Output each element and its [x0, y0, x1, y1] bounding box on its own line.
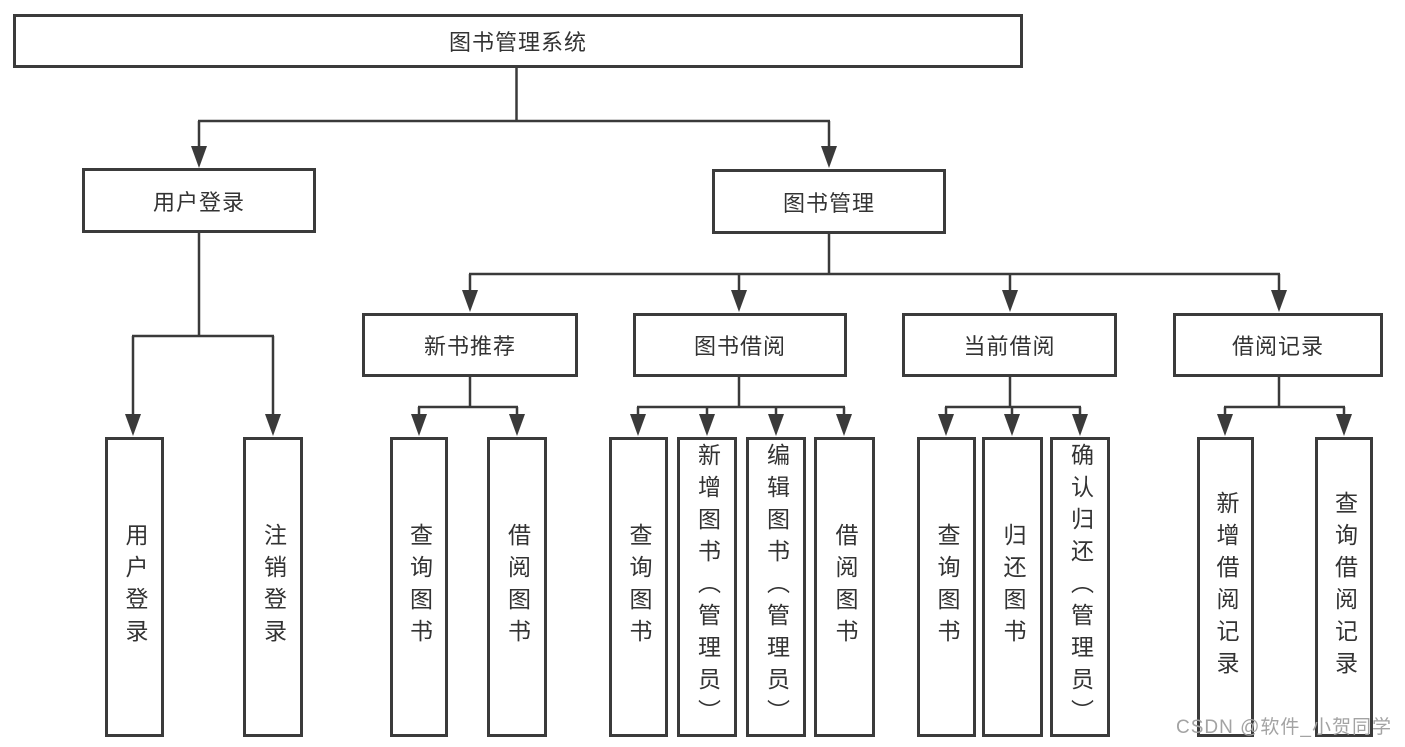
node-book-management: 图书管理 [712, 169, 946, 234]
leaf-label: 归还图书 [1000, 523, 1026, 651]
leaf-logout: 注销登录 [243, 437, 303, 737]
node-new-book-recommend: 新书推荐 [362, 313, 578, 377]
leaf-user-login: 用户登录 [105, 437, 164, 737]
leaf-nb-borrow-book: 借阅图书 [487, 437, 547, 737]
leaf-cb-query-book: 查询图书 [917, 437, 976, 737]
leaf-br-add-record: 新增借阅记录 [1197, 437, 1254, 737]
leaf-bb-edit-book-admin: 编辑图书（管理员） [746, 437, 806, 737]
node-current-borrow: 当前借阅 [902, 313, 1117, 377]
leaf-br-query-record: 查询借阅记录 [1315, 437, 1373, 737]
leaf-label: 查询图书 [626, 523, 652, 651]
leaf-nb-query-book: 查询图书 [390, 437, 448, 737]
node-book-borrow: 图书借阅 [633, 313, 847, 377]
leaf-label: 查询图书 [934, 523, 960, 651]
leaf-label: 查询借阅记录 [1331, 491, 1358, 683]
node-borrow-record: 借阅记录 [1173, 313, 1383, 377]
leaf-label: 查询图书 [406, 523, 433, 651]
leaf-label: 借阅图书 [504, 523, 531, 651]
leaf-label: 确认归还（管理员） [1067, 443, 1094, 731]
leaf-cb-return-book: 归还图书 [982, 437, 1043, 737]
leaf-label: 编辑图书（管理员） [763, 443, 790, 731]
leaf-label: 新增图书（管理员） [694, 443, 721, 731]
leaf-label: 用户登录 [122, 523, 148, 651]
leaf-bb-borrow-book: 借阅图书 [814, 437, 875, 737]
node-root: 图书管理系统 [13, 14, 1023, 68]
watermark: CSDN @软件_小贺同学 [1176, 717, 1392, 738]
node-user-login: 用户登录 [82, 168, 316, 233]
leaf-label: 注销登录 [260, 523, 287, 651]
leaf-label: 新增借阅记录 [1213, 491, 1239, 683]
leaf-label: 借阅图书 [832, 523, 858, 651]
leaf-bb-query-book: 查询图书 [609, 437, 668, 737]
leaf-cb-confirm-return-admin: 确认归还（管理员） [1050, 437, 1110, 737]
leaf-bb-add-book-admin: 新增图书（管理员） [677, 437, 737, 737]
